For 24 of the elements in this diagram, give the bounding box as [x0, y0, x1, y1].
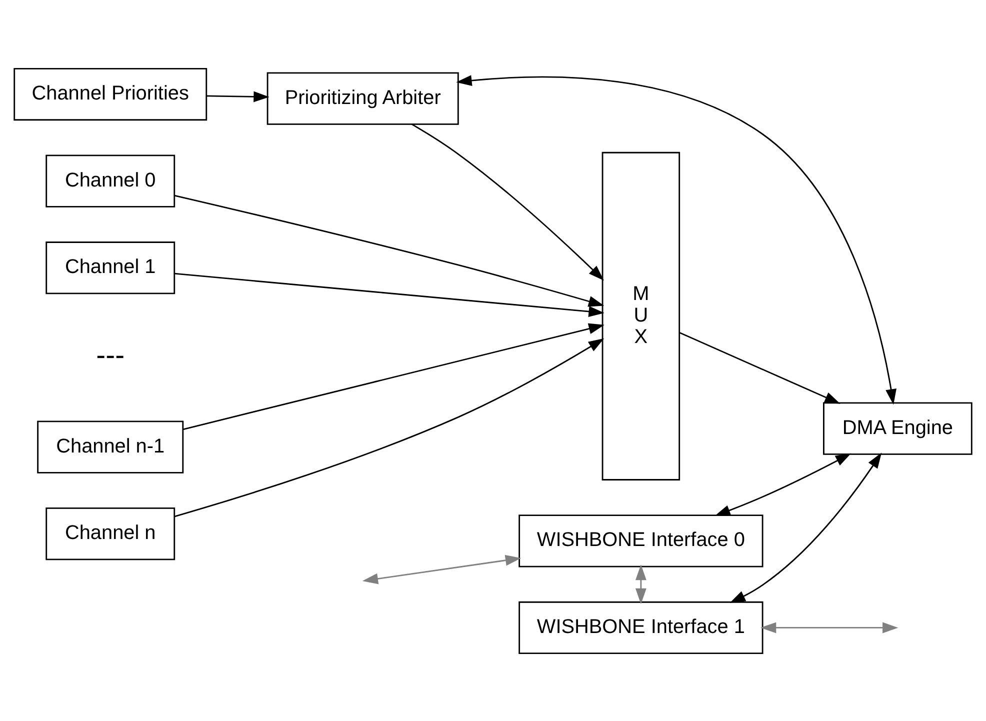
node-box: WISHBONE Interface 1	[518, 600, 764, 654]
node-box: WISHBONE Interface 0	[518, 514, 764, 567]
node-box: Channel 0	[46, 154, 176, 207]
arrow	[174, 338, 604, 517]
arrow	[362, 554, 522, 584]
arrow	[456, 74, 896, 404]
node-box: Channel n	[46, 507, 176, 560]
node-box: M U X	[602, 151, 680, 480]
arrow	[680, 332, 840, 404]
arrow	[174, 194, 604, 306]
arrow	[714, 452, 852, 516]
arrow	[206, 90, 270, 102]
arrow	[760, 622, 898, 633]
arrow	[182, 322, 604, 430]
arrow	[730, 452, 882, 602]
node-box: Channel 1	[46, 241, 176, 294]
node-box: Prioritizing Arbiter	[266, 72, 459, 124]
node-box: Channel Priorities	[14, 67, 208, 120]
node-box: DMA Engine	[823, 402, 972, 454]
arrow	[635, 564, 646, 604]
arrow	[174, 272, 604, 316]
label: ---	[96, 339, 125, 372]
node-box: Channel n-1	[37, 420, 184, 473]
arrow	[411, 123, 604, 280]
